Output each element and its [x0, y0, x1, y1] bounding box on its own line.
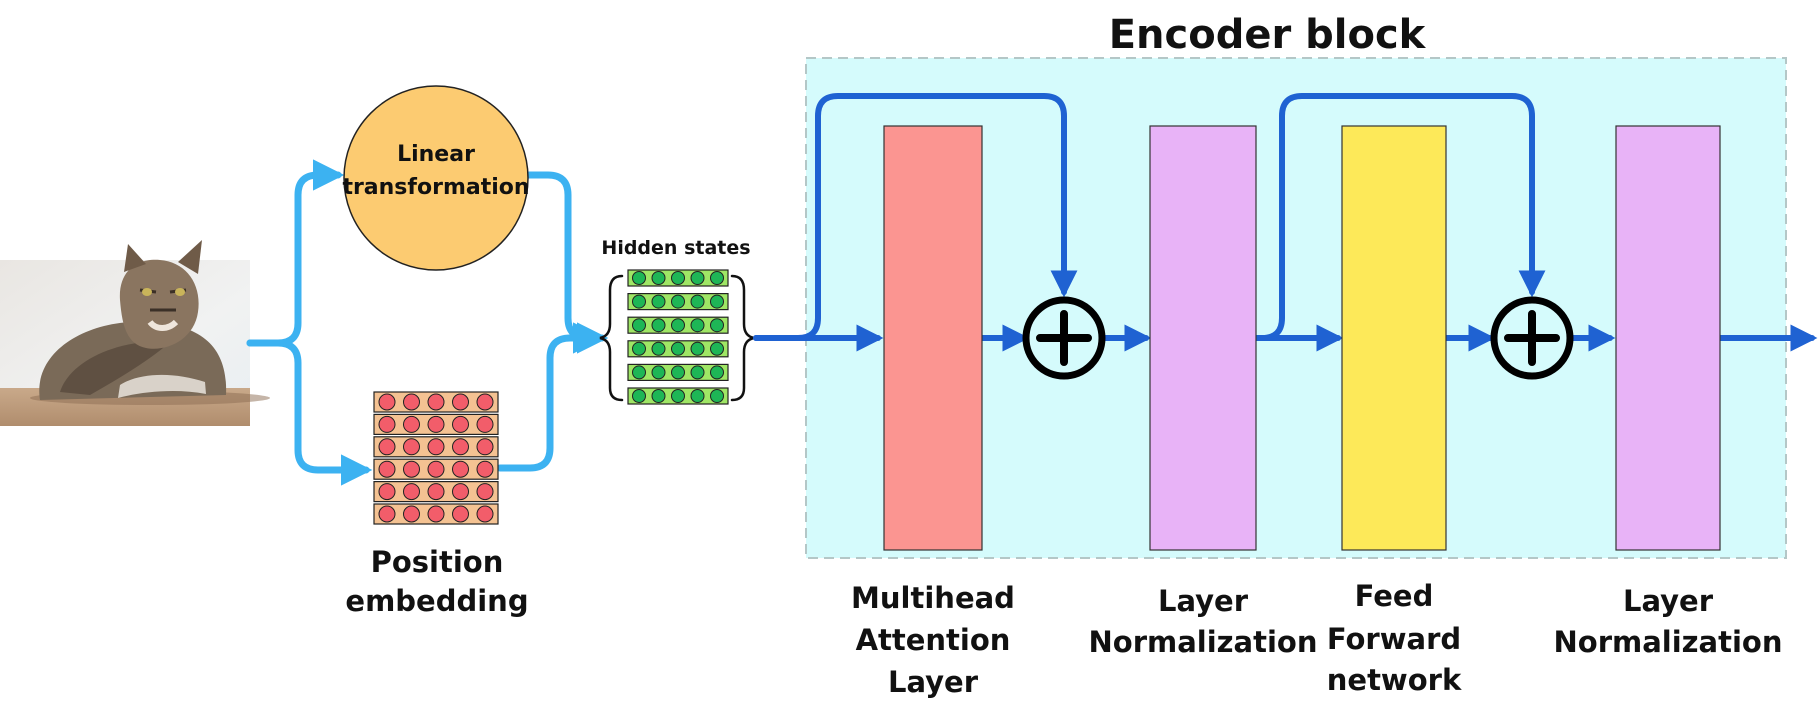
encoder-block-title: Encoder block: [1109, 12, 1427, 58]
hidden-state-dot: [632, 294, 646, 309]
layer-normalization-block-1: [1149, 125, 1257, 551]
attention-label-line2: Attention: [856, 623, 1011, 657]
hidden-state-dot: [671, 365, 685, 380]
embedding-dot: [403, 438, 420, 456]
embedding-dot: [378, 393, 396, 411]
embedding-dot: [476, 393, 494, 411]
hidden-state-dot: [710, 294, 724, 309]
linear-transformation-label-line2: transformation: [342, 175, 529, 200]
attention-label-line1: Multihead: [851, 581, 1015, 615]
hidden-state-dot: [651, 318, 666, 333]
linear-transformation-label-line1: Linear: [397, 142, 475, 167]
plus-circle-icon: [1490, 296, 1574, 380]
hidden-state-dot: [671, 341, 685, 356]
hidden-states-label: Hidden states: [601, 237, 750, 259]
embedding-dot: [427, 438, 445, 456]
embedding-dot: [452, 483, 469, 501]
hidden-state-dot: [671, 294, 685, 309]
embedding-dot: [378, 460, 396, 478]
hidden-state-dot: [690, 271, 705, 285]
embedding-dot: [403, 483, 420, 501]
hidden-state-dot: [632, 365, 646, 380]
norm1-label-line1: Layer: [1158, 584, 1249, 618]
encoder-flow-arrows: [753, 93, 1818, 352]
hidden-state-dot: [632, 271, 646, 285]
hidden-state-dot: [671, 271, 685, 285]
embedding-dot: [452, 505, 469, 523]
embedding-dot: [403, 460, 420, 478]
feed-forward-block: [1341, 125, 1447, 551]
hidden-state-dot: [690, 389, 705, 403]
embedding-dot: [427, 460, 445, 478]
hidden-state-dot: [651, 271, 666, 285]
hidden-state-dot: [651, 365, 666, 380]
embedding-dot: [476, 505, 494, 523]
embedding-dot: [378, 483, 396, 501]
norm2-label-line2: Normalization: [1554, 625, 1783, 659]
embedding-dot: [476, 460, 494, 478]
embedding-dot: [427, 483, 445, 501]
hidden-state-dot: [651, 294, 666, 309]
hidden-states-grid: [627, 269, 729, 405]
hidden-state-dot: [632, 341, 646, 356]
embedding-dot: [427, 505, 445, 523]
embedding-dot: [403, 393, 420, 411]
ffn-label-line2: Forward: [1327, 622, 1461, 656]
plus-circle-icon: [1022, 296, 1106, 380]
hidden-state-dot: [690, 294, 705, 309]
embedding-dot: [452, 393, 469, 411]
hidden-state-dot: [671, 389, 685, 403]
norm1-label-line2: Normalization: [1089, 625, 1318, 659]
embedding-dot: [427, 393, 445, 411]
position-embedding-label-line2: embedding: [345, 584, 528, 618]
hidden-state-dot: [651, 341, 666, 356]
hidden-state-dot: [690, 341, 705, 356]
embedding-dot: [476, 415, 494, 433]
embedding-dot: [476, 438, 494, 456]
input-cat-image: [0, 240, 270, 426]
embedding-dot: [452, 438, 469, 456]
embedding-dot: [452, 415, 469, 433]
position-embedding-label-line1: Position: [371, 545, 504, 579]
hidden-state-dot: [632, 389, 646, 403]
embedding-dot: [403, 505, 420, 523]
hidden-state-dot: [710, 318, 724, 333]
hidden-state-dot: [690, 365, 705, 380]
hidden-state-dot: [671, 318, 685, 333]
ffn-label-line3: network: [1327, 663, 1462, 697]
linear-transformation-node: [343, 85, 529, 271]
hidden-state-dot: [632, 318, 646, 333]
embedding-dot: [378, 505, 396, 523]
layer-normalization-block-2: [1615, 125, 1721, 551]
embedding-dot: [452, 460, 469, 478]
embedding-dot: [403, 415, 420, 433]
attention-label-line3: Layer: [888, 665, 979, 699]
hidden-state-dot: [690, 318, 705, 333]
hidden-state-dot: [651, 389, 666, 403]
norm2-label-line1: Layer: [1623, 584, 1714, 618]
position-embedding-grid: [373, 391, 499, 525]
hidden-state-dot: [710, 271, 724, 285]
embedding-dot: [476, 483, 494, 501]
multihead-attention-block: [883, 125, 983, 551]
embedding-dot: [378, 415, 396, 433]
hidden-state-dot: [710, 389, 724, 403]
embedding-dot: [378, 438, 396, 456]
embedding-dot: [427, 415, 445, 433]
hidden-state-dot: [710, 341, 724, 356]
input-connectors: [246, 159, 609, 486]
hidden-state-dot: [710, 365, 724, 380]
ffn-label-line1: Feed: [1355, 579, 1434, 613]
